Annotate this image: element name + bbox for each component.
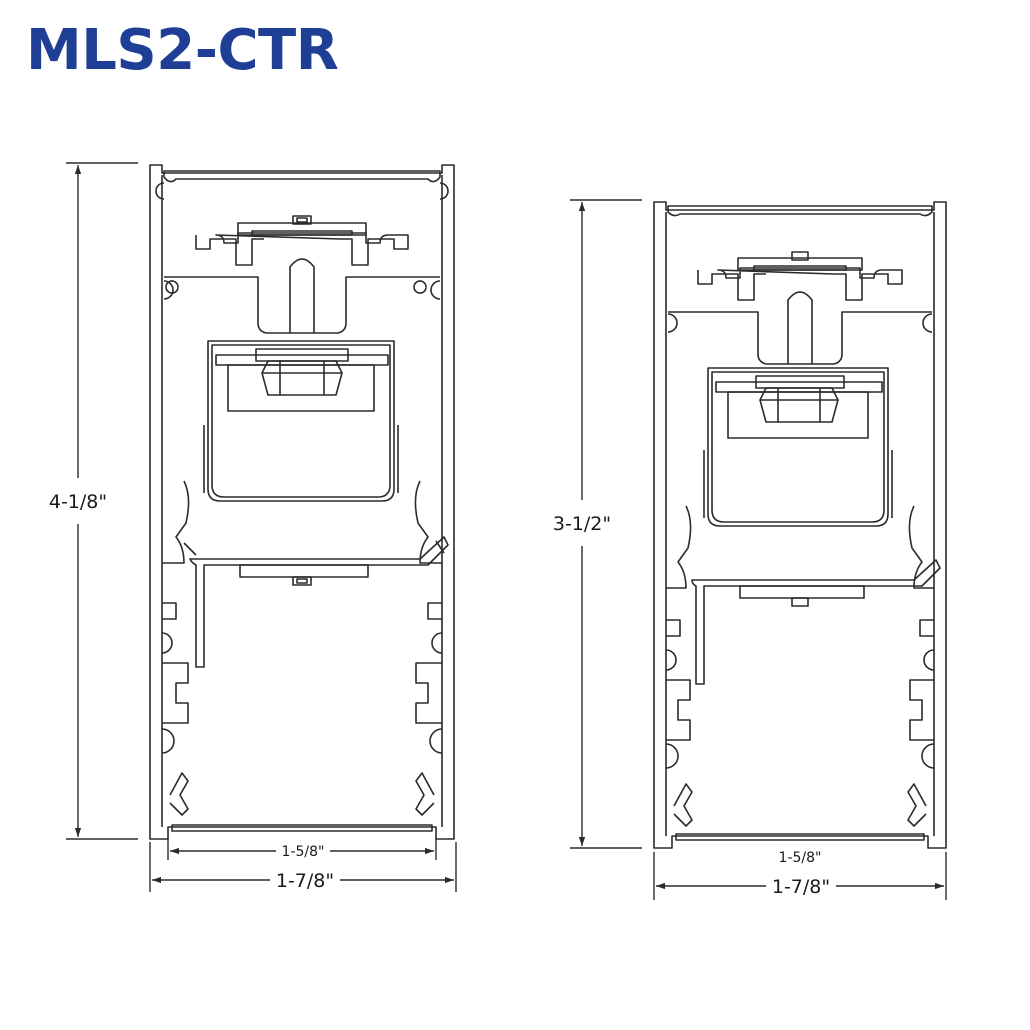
right-height-label: 3-1/2" xyxy=(553,513,611,535)
left-profile-top-cap xyxy=(163,170,441,183)
left-profile-outer-wall xyxy=(149,164,455,840)
left-profile xyxy=(149,164,455,840)
left-outer-width-label: 1-7/8" xyxy=(276,870,334,892)
left-profile-lower-plate xyxy=(239,564,369,578)
right-inner-width-label: 1-5/8" xyxy=(779,850,822,866)
right-profile-hex-nut xyxy=(755,375,845,389)
right-profile-t-slot xyxy=(697,267,903,301)
left-profile-driver-box xyxy=(207,340,395,502)
right-outer-width-label: 1-7/8" xyxy=(772,876,830,898)
left-height-label: 4-1/8" xyxy=(49,491,107,513)
left-profile-t-slot xyxy=(195,232,409,266)
right-profile-lower-plate xyxy=(739,585,865,599)
left-profile-hex-nut xyxy=(255,348,349,362)
right-profile-top-cap xyxy=(667,205,933,217)
page-title: MLS2-CTR xyxy=(26,18,339,83)
left-inner-width-label: 1-5/8" xyxy=(282,844,325,860)
left-profile-bottom-lens xyxy=(171,824,433,832)
right-profile xyxy=(653,201,947,849)
dimension-lines xyxy=(66,162,947,900)
right-profile-diffuser-carrier xyxy=(691,559,941,685)
right-profile-outer-wall xyxy=(653,201,947,849)
left-profile-diffuser-carrier xyxy=(189,536,449,668)
right-profile-driver-box xyxy=(707,367,889,527)
right-profile-bottom-lens xyxy=(675,833,925,841)
